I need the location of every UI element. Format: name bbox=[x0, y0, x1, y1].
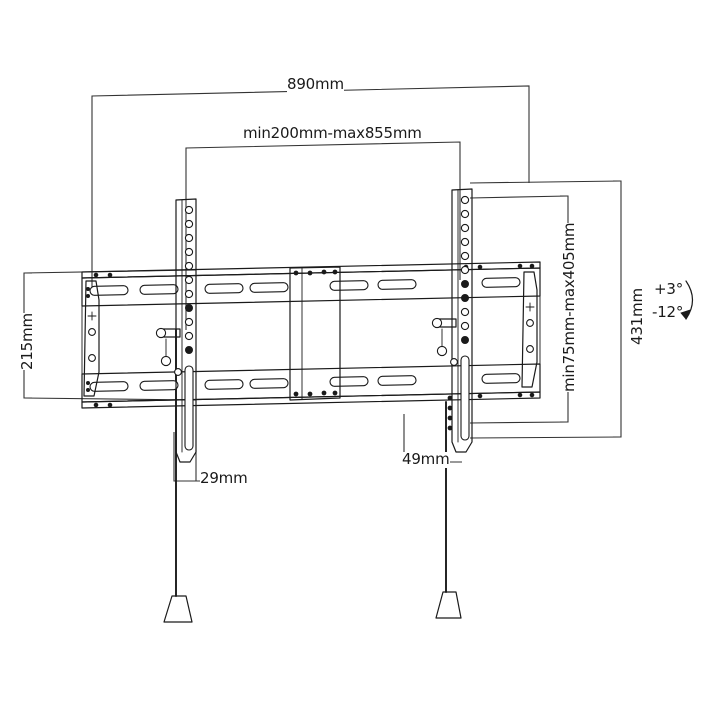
label-depth-right: 49mm bbox=[402, 450, 450, 468]
right-rail-holes bbox=[460, 195, 470, 344]
dim-vesa-height-ext-bottom bbox=[469, 421, 569, 424]
pointer-foot-right bbox=[435, 591, 462, 619]
tilt-arc-icon bbox=[685, 280, 694, 320]
right-tilt-arm bbox=[521, 271, 538, 388]
center-cover-plate bbox=[289, 266, 341, 401]
dim-vesa-width-bracket bbox=[185, 141, 461, 156]
wall-plate-bottom-slots bbox=[89, 373, 521, 392]
right-vertical-rail bbox=[431, 188, 473, 453]
dim-431mm-ext-bottom bbox=[469, 436, 622, 439]
right-rail-lower-bolts bbox=[447, 395, 453, 431]
label-tilt-up: +3° bbox=[654, 280, 684, 298]
left-tilt-arm bbox=[83, 280, 100, 397]
left-rail-slot bbox=[184, 365, 194, 451]
left-rail-lock-pin bbox=[155, 327, 182, 376]
right-rail-slot bbox=[460, 355, 470, 441]
dim-vesa-height-ext-top bbox=[469, 195, 569, 199]
wall-plate-assembly bbox=[81, 261, 541, 409]
dim-431mm-bracket bbox=[613, 180, 622, 438]
label-depth-left: 29mm bbox=[200, 469, 248, 487]
dim-431mm-ext-top bbox=[469, 180, 622, 184]
label-wall-plate-height: 215mm bbox=[18, 313, 36, 370]
label-overall-width: 890mm bbox=[287, 75, 344, 93]
left-vertical-rail bbox=[155, 198, 197, 463]
pointer-foot-left bbox=[163, 595, 193, 623]
label-tilt-down: -12° bbox=[652, 303, 684, 321]
right-rail-lock-pin bbox=[431, 317, 458, 366]
dimension-lines bbox=[23, 85, 694, 623]
tilt-arrowhead-icon bbox=[680, 309, 691, 320]
label-vesa-width-range: min200mm-max855mm bbox=[243, 124, 422, 142]
label-vesa-height-range: min75mm-max405mm bbox=[560, 222, 578, 392]
wall-plate-bottom-rail bbox=[81, 363, 541, 403]
left-rail-holes bbox=[184, 205, 194, 354]
label-overall-height: 431mm bbox=[628, 288, 646, 345]
wall-plate-top-slots bbox=[89, 277, 521, 296]
